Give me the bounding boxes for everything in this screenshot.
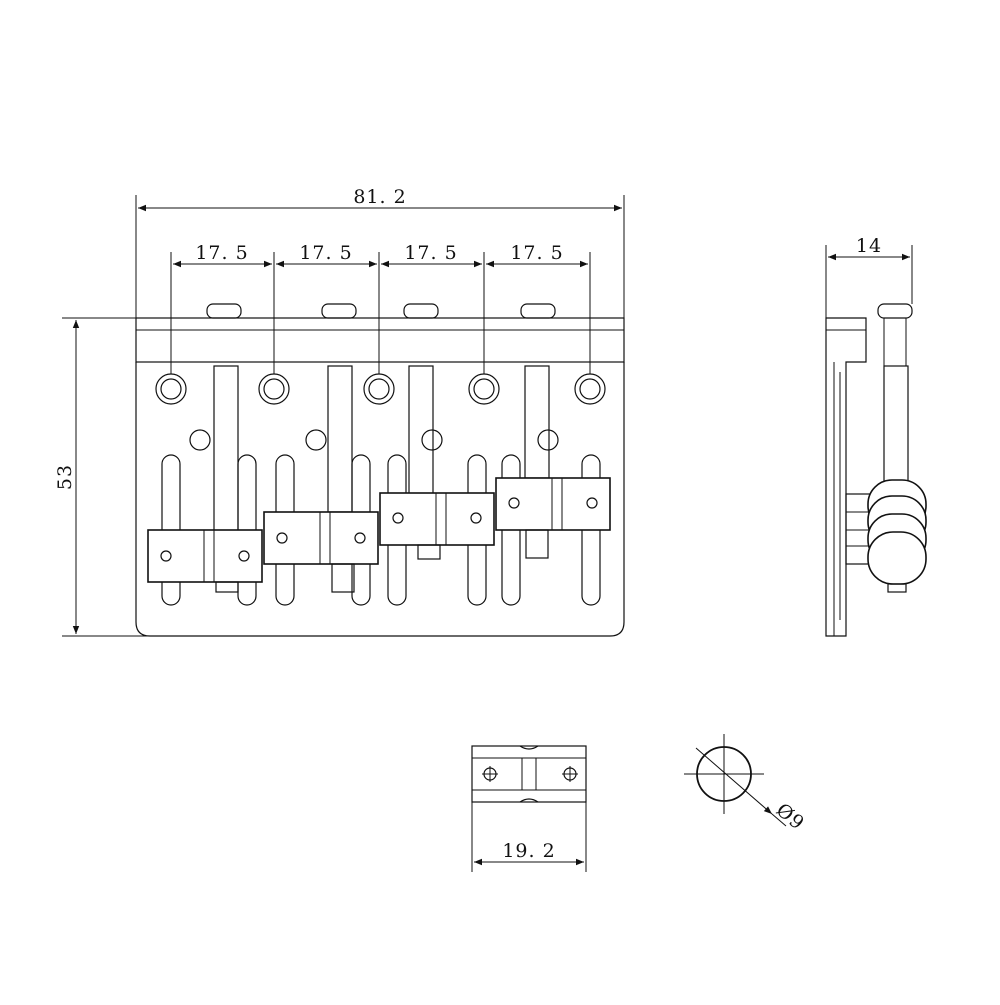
rear-rail: [135, 317, 625, 363]
hole-detail: Ø9: [684, 734, 809, 835]
spacing-label-1: 17. 5: [195, 242, 248, 264]
saddle-detail: 19. 2: [471, 745, 587, 872]
front-view: [135, 303, 625, 637]
spacing-label-4: 17. 5: [510, 242, 563, 264]
saddle-length-label: 19. 2: [502, 840, 555, 862]
front-dimensions: 81. 2 17. 5 17. 5 17. 5 17. 5 53: [54, 186, 625, 637]
spacing-label-3: 17. 5: [404, 242, 457, 264]
height-label: 53: [54, 464, 76, 490]
side-dimensions: 14: [825, 235, 913, 318]
saddle-4: [495, 477, 611, 559]
hole-diameter-label: Ø9: [772, 799, 809, 835]
side-depth-label: 14: [856, 235, 882, 257]
spacing-label-2: 17. 5: [299, 242, 352, 264]
saddle-1: [147, 529, 263, 593]
base-plate: [135, 362, 625, 637]
mounting-holes: [155, 373, 606, 405]
saddle-3: [379, 492, 495, 560]
overall-width-label: 81. 2: [353, 186, 406, 208]
side-view: [825, 303, 927, 637]
saddles: [147, 477, 611, 593]
screw-heads: [206, 303, 556, 319]
saddle-2: [263, 511, 379, 593]
